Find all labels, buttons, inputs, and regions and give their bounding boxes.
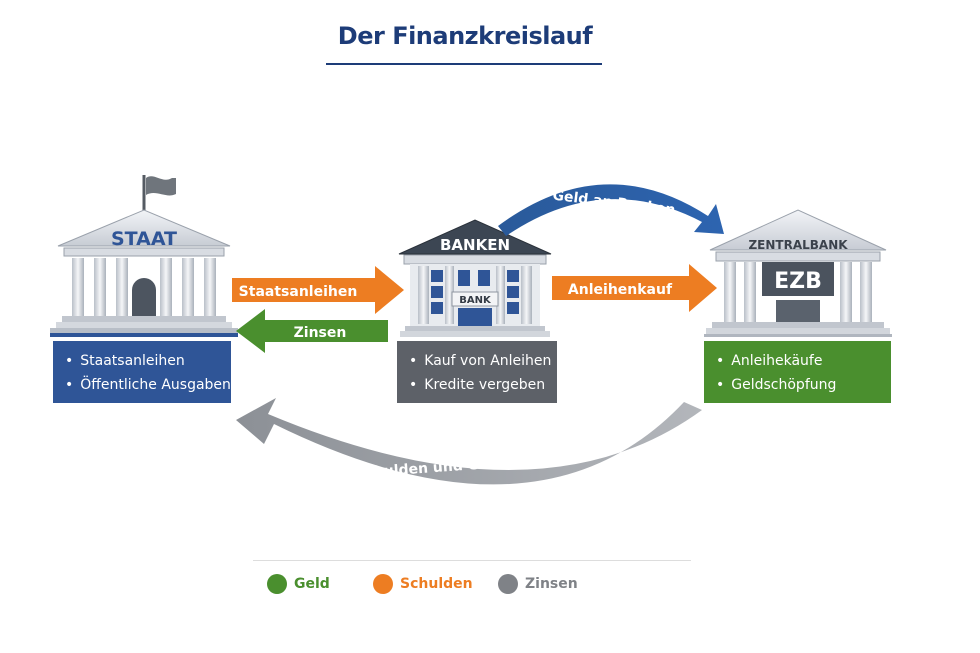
legend-item-zinsen: Zinsen — [498, 574, 578, 594]
zentralbank-item: Anleihekäufe — [716, 349, 891, 373]
legend-divider — [253, 560, 691, 561]
arrow-anleihenkauf: Anleihenkauf — [552, 264, 717, 312]
zentralbank-door — [776, 300, 820, 322]
arrow-zinsen: Zinsen — [236, 309, 388, 353]
page-title: Der Finanzkreislauf — [337, 22, 593, 50]
staat-item: Öffentliche Ausgaben — [65, 373, 231, 397]
staat-label: STAAT — [111, 228, 177, 250]
staat-item: Staatsanleihen — [65, 349, 231, 373]
arrow-zinsen-label: Zinsen — [294, 325, 347, 341]
legend-dot — [498, 574, 518, 594]
legend-item-schulden: Schulden — [373, 574, 473, 594]
zentralbank-panel: Anleihekäufe Geldschöpfung — [704, 341, 891, 403]
door — [132, 278, 156, 316]
banken-label: BANKEN — [440, 236, 510, 254]
legend-label: Geld — [294, 576, 330, 592]
banken-item: Kredite vergeben — [409, 373, 557, 397]
zentralbank-item: Geldschöpfung — [716, 373, 891, 397]
arrow-staatsanleihen-label: Staatsanleihen — [239, 284, 358, 300]
bank-door — [458, 308, 492, 326]
staat-panel: Staatsanleihen Öffentliche Ausgaben — [53, 341, 231, 403]
flag-icon — [146, 176, 176, 196]
banken-panel: Kauf von Anleihen Kredite vergeben — [397, 341, 557, 403]
arrow-anleihenkauf-label: Anleihenkauf — [568, 282, 673, 298]
title-underline — [326, 63, 602, 65]
arrow-staatsanleihen: Staatsanleihen — [232, 266, 404, 314]
banken-item: Kauf von Anleihen — [409, 349, 557, 373]
ezb-sign: EZB — [774, 269, 822, 294]
zentralbank-label: ZENTRALBANK — [748, 238, 848, 252]
arrow-geld-an-banken: Geld an Banken — [498, 184, 724, 236]
legend-item-geld: Geld — [267, 574, 330, 594]
banken-building: BANKEN BANK — [398, 219, 552, 337]
bank-sign: BANK — [459, 295, 492, 306]
zentralbank-building: ZENTRALBANK EZB — [704, 209, 892, 337]
staat-building: STAAT — [50, 175, 238, 337]
legend-label: Schulden — [400, 576, 473, 592]
legend-label: Zinsen — [525, 576, 578, 592]
legend-dot — [267, 574, 287, 594]
arrow-schulden-geldkreislauf: Schulden und Geldkreislauf — [236, 398, 702, 485]
ezb-sign-plate — [762, 262, 834, 296]
legend-dot — [373, 574, 393, 594]
